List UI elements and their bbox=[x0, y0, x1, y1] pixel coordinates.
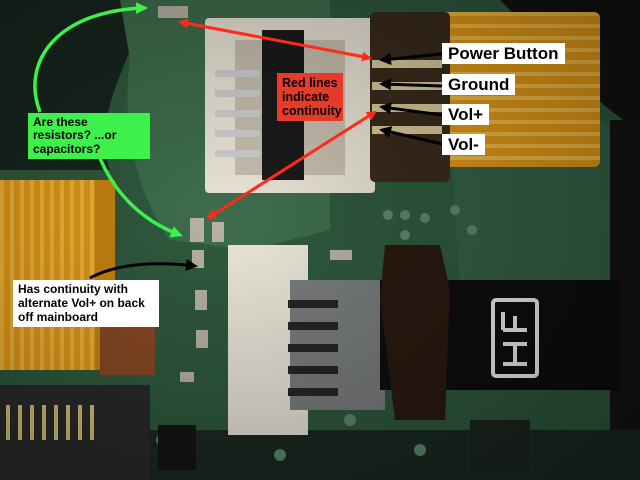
label-continuity-note: Has continuity with alternate Vol+ on ba… bbox=[13, 280, 159, 328]
label-vol-minus: Vol- bbox=[442, 134, 485, 156]
label-power-button: Power Button bbox=[442, 43, 565, 65]
label-ground: Ground bbox=[442, 74, 516, 96]
label-red-lines: Red lines indicate continuity bbox=[277, 73, 343, 121]
label-question: Are these resistors? ...or capacitors? bbox=[28, 113, 150, 160]
label-vol-plus: Vol+ bbox=[442, 104, 490, 126]
